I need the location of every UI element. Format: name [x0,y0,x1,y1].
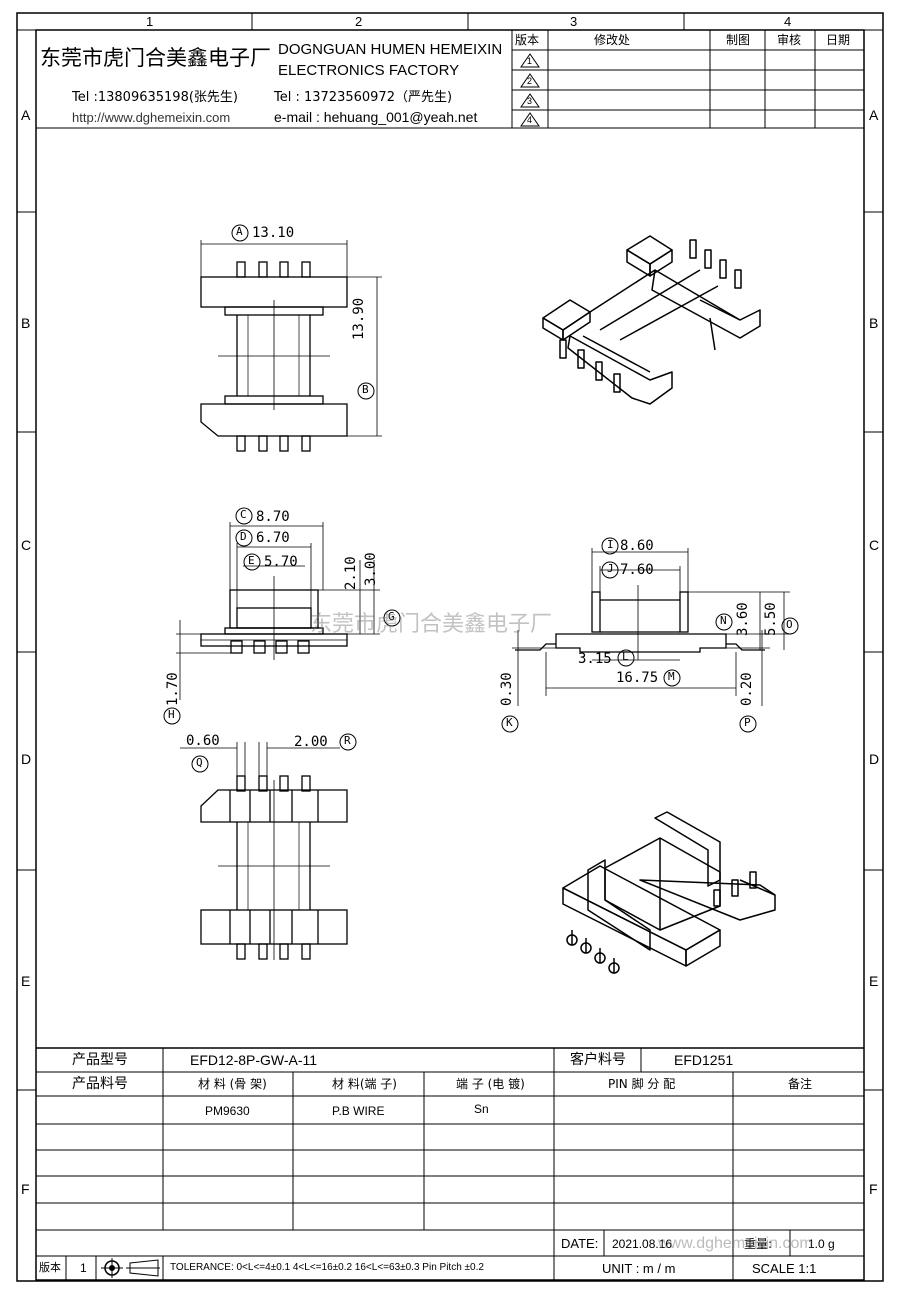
dim-f-value: 2.10 [343,556,359,590]
remarks-label: 备注 [788,1077,813,1091]
date-label: DATE: [561,1236,599,1251]
grid-row-d-right: D [869,751,880,767]
dim-letter-e: E [248,554,255,567]
rev-header-version: 版本 [515,33,540,47]
top-view [200,240,382,452]
date-value: 2021.08.16 [612,1237,673,1251]
company-name-en-line1: DOGNGUAN HUMEN HEMEIXIN [278,41,503,58]
dim-letter-r: R [344,734,351,747]
rev-number-3: 3 [527,96,533,106]
rev-number-1: 1 [527,56,533,66]
material-bobbin-value: PM9630 [205,1104,250,1118]
material-pin-label: 材 料(端 子) [332,1077,397,1091]
dim-a-value: 13.10 [252,225,295,241]
product-part-label: 产品料号 [72,1076,128,1092]
rev-number-2: 2 [527,76,533,86]
version-value: 1 [80,1261,87,1275]
company-name-cn: 东莞市虎门合美鑫电子厂 [40,46,271,70]
dim-l-value: 3.15 [578,651,612,667]
grid-row-c-right: C [869,537,880,553]
product-model-label: 产品型号 [72,1052,128,1068]
contact-tel-2: Tel : 13723560972（严先生) [274,90,453,105]
version-label: 版本 [39,1261,61,1274]
grid-row-e-right: E [869,973,879,989]
dim-q-value: 0.60 [186,733,220,749]
grid-row-a-right: A [869,107,879,123]
dim-n-value: 3.60 [735,602,751,636]
material-bobbin-label: 材 料 (骨 架) [198,1077,267,1091]
tolerance-text: TOLERANCE: 0<L<=4±0.1 4<L<=16±0.2 16<L<=… [170,1262,484,1273]
dim-letter-o: O [786,618,793,631]
dim-letter-g: G [388,610,395,623]
website-link[interactable]: http://www.dghemeixin.com [72,110,231,125]
isometric-view-top [542,235,761,405]
dim-d-value: 6.70 [256,530,290,546]
rev-number-4: 4 [527,115,533,125]
rev-header-change: 修改处 [594,33,631,47]
grid-row-b-left: B [21,315,31,331]
contact-email[interactable]: e-mail : hehuang_001@yeah.net [274,109,478,125]
dim-letter-l: L [622,650,629,663]
rev-header-check: 审核 [777,33,802,47]
dim-g-value: 3.00 [363,552,379,586]
contact-tel-1: Tel :13809635198(张先生) [72,90,238,105]
dim-letter-b: B [362,383,369,396]
dim-letter-i: I [607,538,614,551]
dim-r-value: 2.00 [294,734,328,750]
side-view [512,548,790,706]
customer-part-label: 客户料号 [570,1052,626,1068]
dim-b-value: 13.90 [351,297,367,340]
dim-letter-d: D [240,530,247,543]
material-pin-value: P.B WIRE [332,1104,385,1118]
grid-row-f-left: F [21,1181,30,1197]
dim-c-value: 8.70 [256,509,290,525]
company-name-en-line2: ELECTRONICS FACTORY [278,62,460,79]
dim-o-value: 5.50 [763,602,779,636]
isometric-view-bottom [562,811,776,974]
dim-j-value: 7.60 [620,562,654,578]
dim-k-value: 0.30 [499,672,515,706]
grid-row-d-left: D [21,751,32,767]
grid-row-e-left: E [21,973,31,989]
unit-text: UNIT : m / m [602,1261,676,1276]
grid-col-3: 3 [570,14,578,29]
grid-col-1: 1 [146,14,154,29]
dim-h-value: 1.70 [165,672,181,706]
terminal-plating-value: Sn [474,1102,489,1116]
scale-text: SCALE 1:1 [752,1261,817,1276]
dim-letter-k: K [506,716,513,729]
terminal-plating-label: 端 子 (电 镀) [456,1077,525,1091]
dim-letter-p: P [744,716,751,729]
front-view [176,522,380,700]
pin-assign-label: PIN 脚 分 配 [608,1077,676,1091]
weight-value: 1.0 g [808,1237,835,1251]
dim-letter-n: N [720,614,727,627]
dim-e-value: 5.70 [264,554,298,570]
dim-letter-c: C [240,508,247,521]
bottom-view [180,742,348,960]
dim-letter-j: J [607,562,614,575]
dim-letter-h: H [168,708,175,721]
dim-letter-a: A [236,225,243,238]
product-model-value: EFD12-8P-GW-A-11 [190,1052,318,1068]
rev-header-date: 日期 [826,33,851,47]
grid-row-b-right: B [869,315,879,331]
customer-part-value: EFD1251 [674,1052,734,1068]
grid-row-a-left: A [21,107,31,123]
weight-label: 重量: [744,1237,773,1251]
dim-letter-q: Q [196,756,203,769]
dim-i-value: 8.60 [620,538,654,554]
dim-m-value: 16.75 [616,670,659,686]
grid-row-f-right: F [869,1181,878,1197]
watermark-center: 东莞市虎门合美鑫电子厂 [310,612,553,637]
grid-row-c-left: C [21,537,32,553]
grid-col-4: 4 [784,14,792,29]
grid-col-2: 2 [355,14,363,29]
rev-header-drawn: 制图 [726,33,751,47]
watermark-bottom: www.dghemeixin.com [658,1235,813,1252]
dim-letter-m: M [668,670,675,683]
dim-p-value: 0.20 [739,672,755,706]
